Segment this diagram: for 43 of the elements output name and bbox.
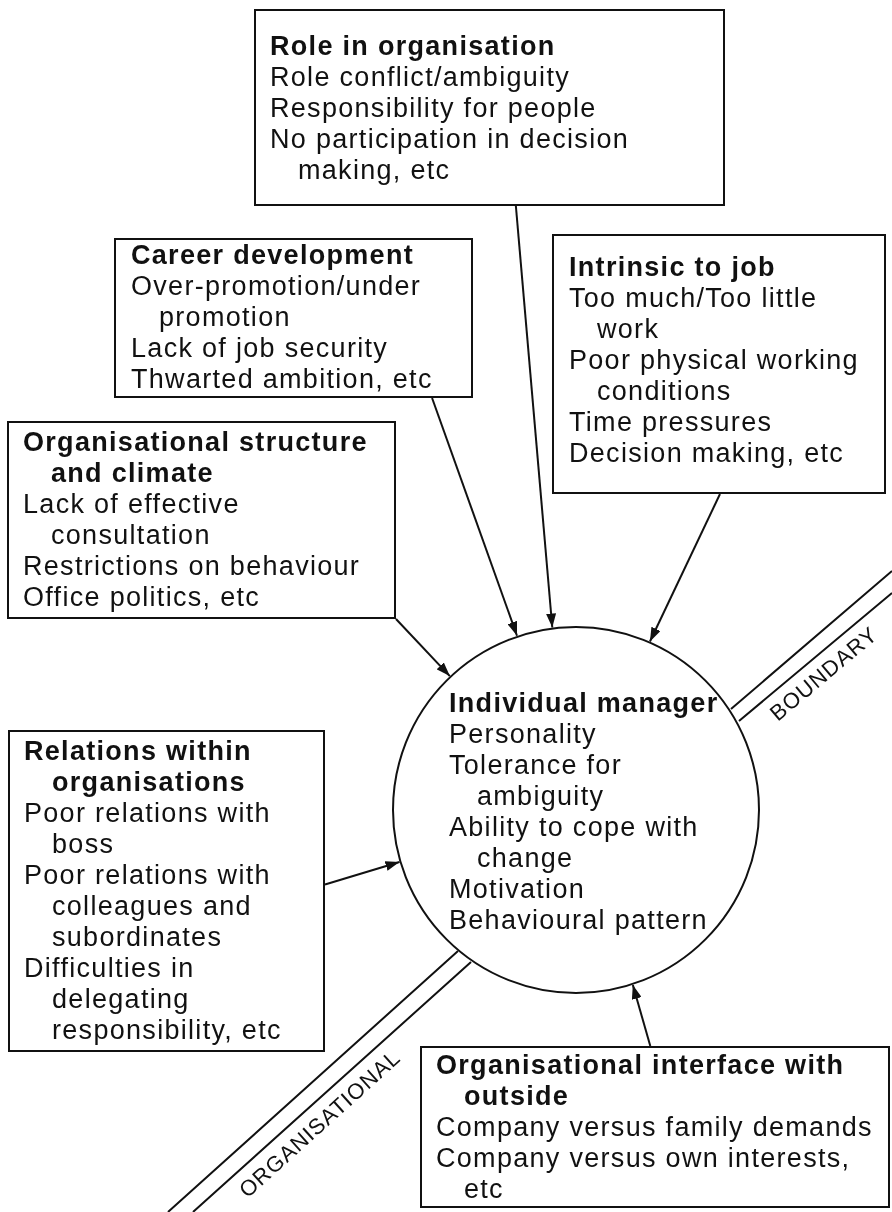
- list-item: Behavioural pattern: [449, 905, 709, 936]
- list-item: Motivation: [449, 874, 587, 905]
- box-heading: Organisational structure and climate: [23, 427, 369, 489]
- box-heading: Career development: [131, 240, 415, 271]
- list-item: Poor relations with colleagues and subordinates: [24, 860, 272, 953]
- list-item: Ability to cope with change: [449, 812, 700, 874]
- text-box: [552, 234, 886, 494]
- list-item: Tolerance for ambiguity: [449, 750, 623, 812]
- list-item: Too much/Too little work: [569, 283, 819, 345]
- arrow: [431, 397, 518, 637]
- arrow: [514, 205, 557, 629]
- box-heading: Intrinsic to job: [569, 252, 777, 283]
- list-item: Difficulties in delegating responsibility, etc: [24, 953, 283, 1046]
- list-item: Lack of effective consultation: [23, 489, 241, 551]
- list-item: Thwarted ambition, etc: [131, 364, 434, 395]
- text-box: [254, 9, 725, 206]
- box-heading: Role in organisation: [270, 31, 557, 62]
- circle-node: [392, 626, 760, 994]
- list-item: Role conflict/ambiguity: [270, 62, 572, 93]
- text-box: [8, 730, 325, 1052]
- box-heading: Organisational interface with outside: [436, 1050, 846, 1112]
- list-item: Lack of job security: [131, 333, 390, 364]
- text-box: [7, 421, 396, 619]
- list-item: Company versus family demands: [436, 1112, 874, 1143]
- arrow: [648, 493, 721, 643]
- text-box: [114, 238, 473, 398]
- text-box: [420, 1046, 890, 1208]
- arrow: [631, 984, 652, 1047]
- list-item: Office politics, etc: [23, 582, 262, 613]
- list-item: Responsibility for people: [270, 93, 598, 124]
- list-item: Company versus own interests, etc: [436, 1143, 852, 1205]
- arrow: [324, 860, 401, 886]
- arrow: [395, 618, 451, 678]
- list-item: Poor relations with boss: [24, 798, 272, 860]
- list-item: No participation in decision making, etc: [270, 124, 631, 186]
- list-item: Decision making, etc: [569, 438, 846, 469]
- list-item: Restrictions on behaviour: [23, 551, 362, 582]
- box-heading: Individual manager: [449, 688, 720, 719]
- list-item: Over-promotion/under promotion: [131, 271, 423, 333]
- list-item: Personality: [449, 719, 598, 750]
- list-item: Time pressures: [569, 407, 774, 438]
- box-heading: Relations within organisations: [24, 736, 253, 798]
- list-item: Poor physical working conditions: [569, 345, 860, 407]
